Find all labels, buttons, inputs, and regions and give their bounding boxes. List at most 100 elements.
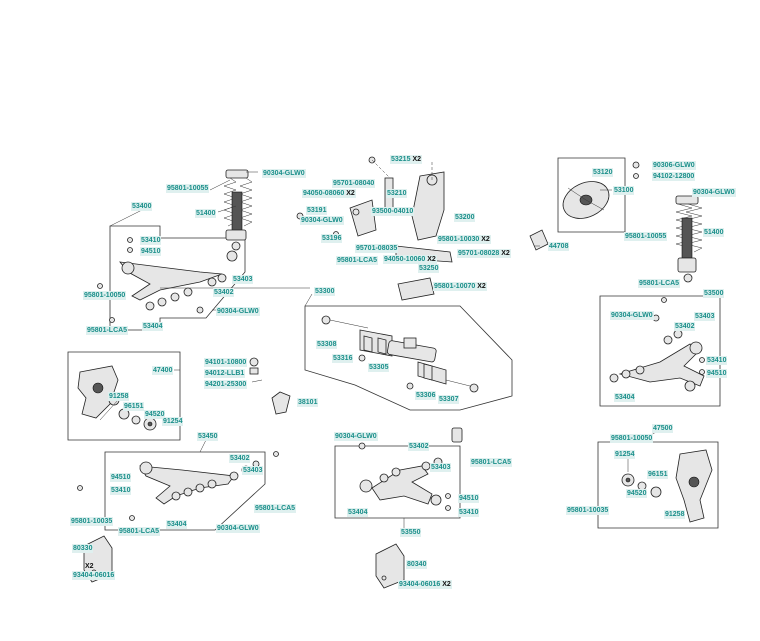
label-53120: 53120 [592,168,614,177]
label-90304-glw0-bl: 90304-GLW0 [216,524,260,533]
label-53250: 53250 [418,264,440,273]
label-95701-08035: 95701-08035 [355,244,399,253]
knuckle-right [621,449,713,523]
label-90304-glw0-right2: 90304-GLW0 [610,311,654,320]
shock-absorber-left [223,169,253,251]
label-94201-25300: 94201-25300 [204,380,248,389]
label-90306-glw0: 90306-GLW0 [652,161,696,170]
bracket-38101 [271,391,291,415]
label-95801-10055-left: 95801-10055 [166,184,210,193]
steering-rack [321,315,479,393]
label-53400: 53400 [131,202,153,211]
label-53402-bl: 53402 [229,454,251,463]
label-47500: 47500 [652,424,674,433]
label-53403-right: 53403 [694,312,716,321]
label-53402-left: 53402 [213,288,235,297]
label-90304-glw0-left: 90304-GLW0 [262,169,306,178]
label-90304-glw0-mid: 90304-GLW0 [334,432,378,441]
label-95701-08040: 95701-08040 [332,179,376,188]
label-95801-lca5-bl: 95801-LCA5 [118,527,161,536]
label-95801-10035-right: 95801-10035 [566,506,610,515]
label-96151-left: 96151 [123,402,145,411]
label-53210: 53210 [386,189,408,198]
label-91254-left: 91254 [162,417,184,426]
label-53410-right: 53410 [706,356,728,365]
label-95801-lca5-top: 95801-LCA5 [336,256,379,265]
label-94510-right: 94510 [706,369,728,378]
label-91254-right: 91254 [614,450,636,459]
shock-absorber-right [675,195,703,283]
label-90304-glw0-left2: 90304-GLW0 [216,307,260,316]
clamp-44708 [529,229,549,251]
label-53200: 53200 [454,213,476,222]
label-53316: 53316 [332,354,354,363]
upper-a-arm-left [97,237,238,323]
label-95801-10050-left: 95801-10050 [83,291,127,300]
label-91258-right: 91258 [664,510,686,519]
label-93500-04010: 93500-04010 [371,207,415,216]
label-47400: 47400 [152,366,174,375]
label-90304-glw0-top: 90304-GLW0 [300,216,344,225]
label-94102-12800: 94102-12800 [652,172,696,181]
label-53307: 53307 [438,395,460,404]
label-80340: 80340 [406,560,428,569]
label-53196: 53196 [321,234,343,243]
label-53410-left: 53410 [140,236,162,245]
label-53404-right: 53404 [614,393,636,402]
label-53450: 53450 [197,432,219,441]
label-95801-lca5-bl2: 95801-LCA5 [254,504,297,513]
label-53306: 53306 [415,391,437,400]
frame-steering-rack [304,305,513,411]
frame-upper-arm-right [599,295,721,407]
label-53300: 53300 [314,287,336,296]
label-94012-llb1: 94012-LLB1 [204,369,246,378]
label-53550: 53550 [400,528,422,537]
frame-knuckle-left [67,351,181,441]
label-53402-mid: 53402 [408,442,430,451]
label-94510-mid: 94510 [458,494,480,503]
label-94510-bl: 94510 [110,473,132,482]
label-53100: 53100 [613,186,635,195]
label-51400-right: 51400 [703,228,725,237]
label-91258-left: 91258 [108,392,130,401]
label-53308: 53308 [316,340,338,349]
label-53403-left: 53403 [232,275,254,284]
label-95801-lca5-left: 95801-LCA5 [86,326,129,335]
label-53410-mid: 53410 [458,508,480,517]
label-x2-left: X2 [85,563,94,570]
label-94510-left: 94510 [140,247,162,256]
upper-a-arm-right [609,297,705,392]
label-96151-right: 96151 [647,470,669,479]
label-53403-mid: 53403 [430,463,452,472]
label-38101: 38101 [297,398,319,407]
label-44708: 44708 [548,242,570,251]
label-80330: 80330 [72,544,94,553]
frame-knuckle-right [597,441,719,529]
label-95801-10050-right: 95801-10050 [610,434,654,443]
label-94101-10800: 94101-10800 [204,358,248,367]
lower-a-arm-mid [358,427,463,511]
label-95801-lca5-mid: 95801-LCA5 [470,458,513,467]
steering-column [296,156,453,301]
label-95801-lca5-right: 95801-LCA5 [638,279,681,288]
label-53402-right: 53402 [674,322,696,331]
cotter-pin-group [249,357,263,383]
label-94520-left: 94520 [144,410,166,419]
label-53404-left: 53404 [142,322,164,331]
label-95801-10035-left: 95801-10035 [70,517,114,526]
label-53404-bl: 53404 [166,520,188,529]
label-51400-left: 51400 [195,209,217,218]
label-53403-bl: 53403 [242,466,264,475]
label-95801-10055-right: 95801-10055 [624,232,668,241]
label-53404-mid: 53404 [347,508,369,517]
label-93404-06016-left: 93404-06016 [72,571,116,580]
label-53500: 53500 [703,289,725,298]
